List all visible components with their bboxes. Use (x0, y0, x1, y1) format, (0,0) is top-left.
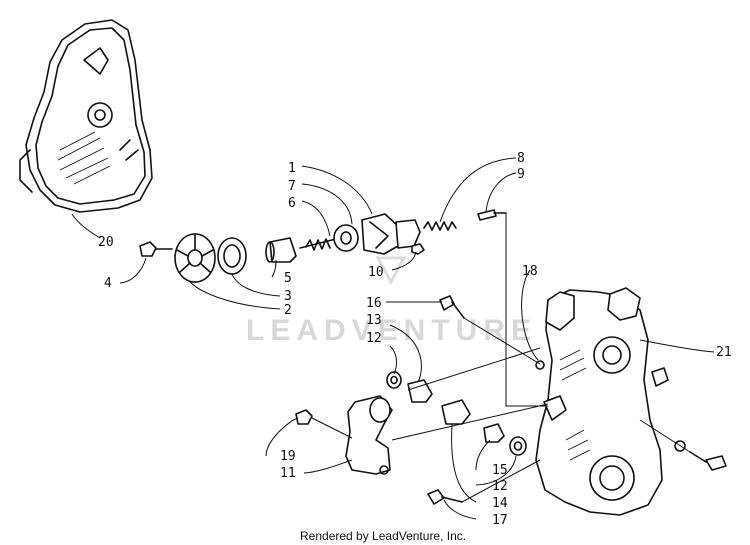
callout-label: 11 (280, 466, 296, 481)
clutch-assembly[interactable] (139, 209, 507, 283)
callout-label: 1 (288, 161, 296, 176)
callout-label: 6 (288, 196, 296, 211)
washer-part-12-lower[interactable] (509, 436, 527, 456)
callout-label: 4 (104, 276, 112, 291)
callout-label: 9 (517, 167, 525, 182)
washer-part-12-upper[interactable] (386, 371, 402, 389)
bolt-right-lower[interactable] (674, 440, 727, 471)
callout-label: 3 (284, 289, 292, 304)
bracket-part-11[interactable] (345, 395, 393, 475)
watermark: LEADVENTURE (246, 256, 537, 347)
callout-label: 20 (98, 235, 114, 250)
cam-part-1[interactable] (361, 213, 421, 255)
callout-label: 14 (492, 496, 508, 511)
bolt-part-16[interactable] (439, 295, 465, 319)
callout-label: 7 (288, 179, 296, 194)
bolt-part-17[interactable] (427, 489, 463, 505)
callout-label: 15 (492, 463, 508, 478)
spring-part-8[interactable] (423, 221, 457, 231)
callout-label: 21 (716, 345, 732, 360)
callouts: 1 7 6 8 9 10 5 3 2 4 20 18 16 13 12 21 1… (98, 151, 732, 528)
gear-housing-part-21[interactable] (535, 287, 669, 516)
callout-label: 13 (366, 313, 382, 328)
callout-label: 18 (522, 264, 538, 279)
callout-label: 8 (517, 151, 525, 166)
callout-label: 5 (284, 271, 292, 286)
bushing-part-14[interactable] (441, 399, 471, 425)
callout-label: 12 (492, 479, 508, 494)
callout-leaders (71, 157, 715, 520)
ring-part-3[interactable] (217, 237, 247, 275)
nut-part-19[interactable] (295, 409, 313, 425)
callout-label: 10 (368, 265, 384, 280)
plate-part-2[interactable] (174, 233, 216, 283)
bushing-part-5[interactable] (265, 237, 297, 263)
footer-credit: Rendered by LeadVenture, Inc. (300, 529, 466, 543)
watermark-text: LEADVENTURE (246, 314, 537, 347)
nut-part-4[interactable] (139, 241, 173, 257)
assembly-lines (311, 213, 691, 503)
watermark-logo-icon (375, 256, 407, 286)
screw-part-10[interactable] (411, 243, 425, 255)
callout-label: 12 (366, 331, 382, 346)
washer-part-7[interactable] (333, 224, 359, 252)
bushing-part-15[interactable] (483, 423, 505, 443)
bushing-part-13[interactable] (407, 379, 433, 403)
cover-housing-part-20[interactable] (19, 19, 153, 213)
callout-label: 19 (280, 449, 296, 464)
callout-label: 16 (366, 296, 382, 311)
callout-label: 17 (492, 513, 508, 528)
callout-label: 2 (284, 303, 292, 318)
pin-part-9[interactable] (477, 209, 507, 221)
